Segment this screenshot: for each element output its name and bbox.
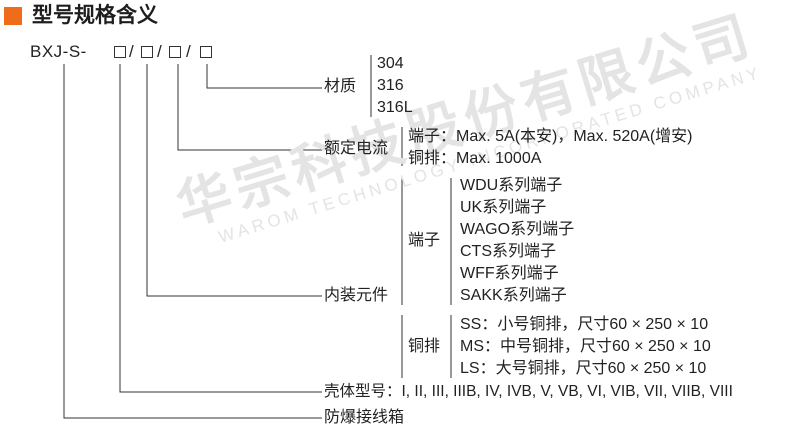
product-name: 防爆接线箱: [324, 409, 405, 426]
terminal-item: WAGO系列端子: [460, 221, 575, 238]
terminal-item: SAKK系列端子: [460, 287, 567, 304]
terminal-item: WDU系列端子: [460, 177, 563, 194]
model-code: BXJ-S-: [30, 42, 87, 61]
connector-shell-type: [119, 64, 322, 393]
rated-current-line: 铜排：Max. 1000A: [408, 150, 542, 167]
page-title: 型号规格含义: [32, 4, 158, 27]
shell-type-text: 壳体型号：I, II, III, IIIB, IV, IVB, V, VB, V…: [324, 383, 733, 400]
slot-box-1: [114, 46, 126, 58]
slot-separator: /: [186, 42, 191, 61]
copper-bar-item: LS：大号铜排，尺寸60 × 250 × 10: [460, 360, 707, 377]
slot-box-4: [200, 46, 212, 58]
slot-separator: /: [157, 42, 162, 61]
option-material: 304: [377, 55, 404, 72]
label-internal-components: 内装元件: [324, 287, 389, 304]
slot-box-2: [141, 46, 153, 58]
terminal-item: WFF系列端子: [460, 265, 559, 282]
slot-separator: /: [129, 42, 134, 61]
connector-product: [63, 64, 322, 419]
label-terminal: 端子: [408, 232, 441, 249]
slot-box-3: [169, 46, 181, 58]
label-material: 材质: [324, 78, 357, 95]
copper-bar-item: MS：中号铜排，尺寸60 × 250 × 10: [460, 338, 711, 355]
rated-current-line: 端子：Max. 5A(本安)，Max. 520A(增安): [408, 128, 693, 145]
connector-internal-components: [146, 64, 322, 297]
copper-bar-item: SS：小号铜排，尺寸60 × 250 × 10: [460, 316, 709, 333]
connector-rated-current: [177, 64, 322, 151]
connector-material: [206, 64, 322, 89]
label-copper-bar: 铜排: [408, 338, 441, 355]
terminal-item: UK系列端子: [460, 199, 547, 216]
option-material: 316L: [377, 99, 413, 116]
terminal-item: CTS系列端子: [460, 243, 557, 260]
title-accent-square: [4, 7, 22, 25]
option-material: 316: [377, 77, 404, 94]
label-rated-current: 额定电流: [324, 140, 389, 157]
